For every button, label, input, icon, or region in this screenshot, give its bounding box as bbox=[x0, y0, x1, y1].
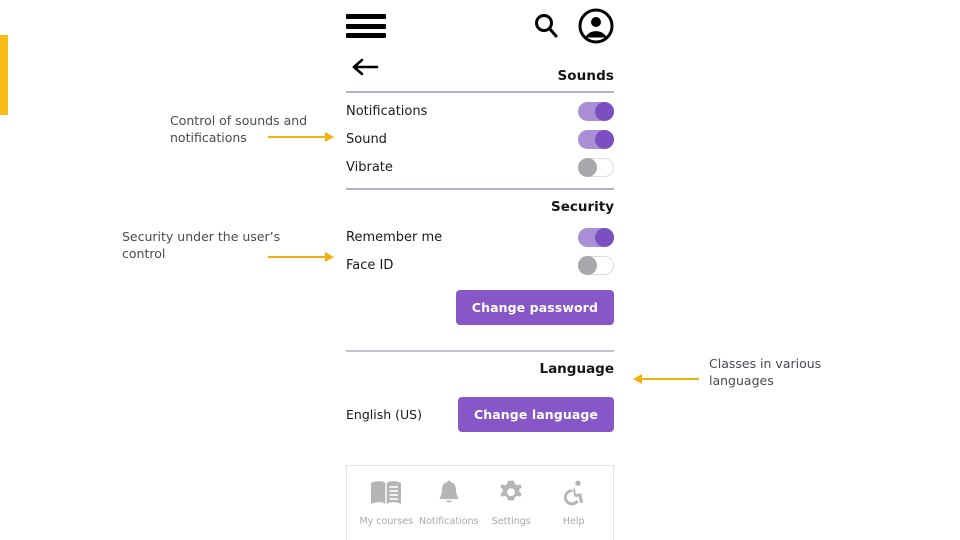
annotation-arrow-languages bbox=[633, 374, 699, 384]
toggle-face-id[interactable] bbox=[578, 255, 614, 275]
row-face-id[interactable]: Face ID bbox=[346, 251, 614, 279]
row-label: Remember me bbox=[346, 229, 443, 245]
left-accent-bar bbox=[0, 35, 8, 115]
toggle-notifications[interactable] bbox=[578, 101, 614, 121]
nav-label: Settings bbox=[491, 516, 531, 527]
divider-security-language bbox=[346, 350, 614, 352]
annotation-arrow-sounds bbox=[268, 132, 334, 142]
search-icon[interactable] bbox=[531, 11, 561, 41]
row-notifications[interactable]: Notifications bbox=[346, 97, 614, 125]
section-title-security: Security bbox=[550, 199, 614, 215]
divider-sounds-security bbox=[346, 188, 614, 190]
nav-label: Notifications bbox=[419, 516, 479, 527]
nav-item-help[interactable]: Help bbox=[543, 480, 606, 527]
toggle-vibrate[interactable] bbox=[578, 157, 614, 177]
row-label: Sound bbox=[346, 131, 387, 147]
nav-item-settings[interactable]: Settings bbox=[480, 480, 543, 527]
toggle-sound[interactable] bbox=[578, 129, 614, 149]
header-actions bbox=[531, 8, 614, 44]
nav-item-my-courses[interactable]: My courses bbox=[355, 480, 418, 527]
row-sound[interactable]: Sound bbox=[346, 125, 614, 153]
nav-item-notifications[interactable]: Notifications bbox=[418, 480, 481, 527]
section-title-language: Language bbox=[539, 361, 614, 377]
annotation-languages: Classes in various languages bbox=[709, 356, 822, 388]
annotation-security: Security under the user’s control bbox=[122, 229, 281, 261]
row-vibrate[interactable]: Vibrate bbox=[346, 153, 614, 181]
subheader-row: Sounds bbox=[346, 54, 614, 84]
page-title-sounds: Sounds bbox=[557, 68, 614, 84]
gear-icon bbox=[498, 480, 524, 510]
nav-label: Help bbox=[562, 516, 585, 527]
account-avatar-icon[interactable] bbox=[578, 8, 614, 44]
nav-label: My courses bbox=[359, 516, 414, 527]
back-arrow-icon[interactable] bbox=[350, 56, 380, 78]
bottom-navigation-bar: My courses Notifications bbox=[346, 465, 614, 540]
divider-top bbox=[346, 91, 614, 93]
book-icon bbox=[370, 480, 402, 510]
sounds-rows: Notifications Sound Vibrate bbox=[346, 93, 614, 181]
settings-app-panel: Sounds Notifications Sound Vibrate Secur… bbox=[346, 0, 614, 540]
security-rows: Remember me Face ID bbox=[346, 215, 614, 279]
hamburger-icon[interactable] bbox=[346, 12, 386, 40]
current-language-value: English (US) bbox=[346, 407, 422, 422]
annotation-sounds: Control of sounds and notifications bbox=[170, 113, 308, 145]
row-label: Face ID bbox=[346, 257, 394, 273]
annotation-arrow-security bbox=[268, 252, 334, 262]
change-password-button[interactable]: Change password bbox=[455, 290, 614, 325]
language-row: English (US) Change language bbox=[346, 397, 614, 432]
row-label: Notifications bbox=[346, 103, 428, 119]
row-remember-me[interactable]: Remember me bbox=[346, 223, 614, 251]
change-password-row: Change password bbox=[346, 290, 614, 325]
change-language-button[interactable]: Change language bbox=[457, 397, 614, 432]
toggle-remember-me[interactable] bbox=[578, 227, 614, 247]
bell-icon bbox=[436, 480, 462, 510]
row-label: Vibrate bbox=[346, 159, 393, 175]
accessibility-icon bbox=[561, 480, 587, 510]
app-header bbox=[346, 0, 614, 52]
